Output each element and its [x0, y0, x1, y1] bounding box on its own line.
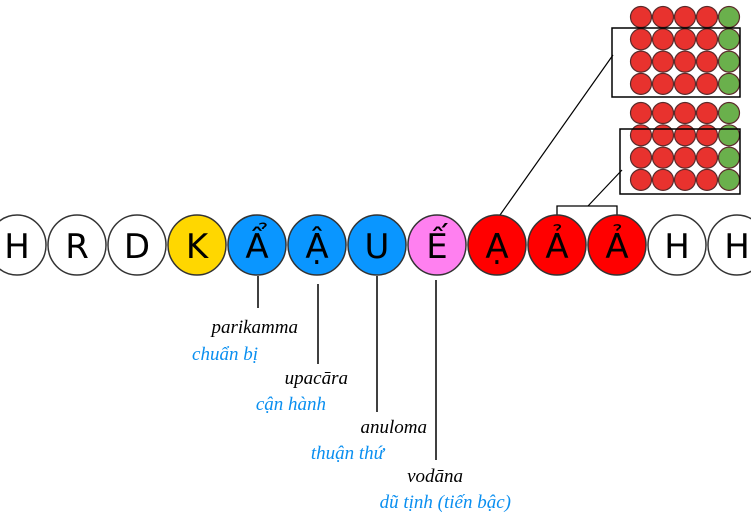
- label-viet: dũ tịnh (tiến bậc): [380, 492, 511, 513]
- circle-shape: [407, 214, 467, 276]
- citta-letter: Ạ: [485, 227, 508, 267]
- citta-circle: K: [167, 214, 227, 276]
- red-dot: [629, 124, 653, 147]
- label-viet: thuận thứ: [311, 443, 386, 464]
- red-dot: [629, 28, 653, 51]
- circle-shape: [227, 214, 287, 276]
- label-viet: cận hành: [256, 394, 326, 415]
- pointer-lines: [257, 276, 437, 460]
- circle-shape: [167, 214, 227, 276]
- red-dot: [629, 101, 653, 125]
- circle-shape: [287, 214, 347, 276]
- circle-shape: [347, 214, 407, 276]
- citta-letter: Ả: [545, 223, 568, 267]
- red-dot: [673, 168, 697, 191]
- red-dot: [651, 50, 675, 73]
- red-dot: [651, 5, 675, 29]
- green-dot: [717, 168, 741, 191]
- circle-shape: [107, 214, 167, 276]
- citta-circle: U: [347, 214, 407, 276]
- citta-circle: H: [707, 214, 751, 276]
- circle-shape: [587, 214, 647, 276]
- red-dot: [651, 28, 675, 51]
- red-dot: [695, 28, 719, 51]
- red-dot: [651, 101, 675, 125]
- citta-circle: Ạ: [467, 214, 527, 276]
- dot-grid: [629, 101, 741, 191]
- label-pali: vodāna: [407, 466, 463, 487]
- citta-letter: Ả: [605, 223, 628, 267]
- green-dot: [717, 146, 741, 169]
- red-dot: [629, 5, 653, 29]
- circle-shape: [467, 214, 527, 276]
- citta-letter: U: [365, 227, 390, 267]
- green-dot: [717, 28, 741, 51]
- citta-letter: R: [65, 227, 89, 267]
- red-dot: [695, 124, 719, 147]
- red-dot: [629, 50, 653, 73]
- red-dot: [695, 168, 719, 191]
- red-dot: [651, 124, 675, 147]
- red-dot: [673, 50, 697, 73]
- citta-letter: D: [124, 227, 150, 267]
- citta-circle: Ả: [527, 214, 587, 276]
- green-dot: [717, 72, 741, 96]
- green-dot: [717, 5, 741, 29]
- red-dot: [629, 146, 653, 169]
- dot-grids: [629, 5, 741, 191]
- red-dot: [673, 101, 697, 125]
- citta-circle: Ế: [407, 214, 467, 276]
- red-dot: [651, 168, 675, 191]
- citta-letter: H: [664, 227, 690, 267]
- grid-box-bottom: [619, 128, 741, 195]
- connector-line-bottom: [587, 169, 623, 207]
- circle-shape: [0, 214, 47, 276]
- red-dot: [695, 72, 719, 96]
- connector-line-top: [499, 54, 614, 216]
- circle-shape: [707, 214, 751, 276]
- green-dot: [717, 124, 741, 147]
- citta-letter: Ế: [426, 223, 448, 267]
- citta-letter: Ậ: [305, 226, 328, 267]
- red-dot: [673, 72, 697, 96]
- red-dot: [695, 101, 719, 125]
- red-dot: [651, 72, 675, 96]
- red-dot: [673, 146, 697, 169]
- citta-letter: K: [186, 227, 210, 267]
- citta-letter: Ẩ: [245, 222, 268, 267]
- citta-circle: H: [647, 214, 707, 276]
- red-dot: [673, 5, 697, 29]
- red-dot: [695, 50, 719, 73]
- citta-circle: Ả: [587, 214, 647, 276]
- label-viet: chuẩn bị: [192, 344, 258, 365]
- green-dot: [717, 101, 741, 125]
- label-pali: anuloma: [361, 417, 428, 438]
- bracket: [556, 205, 618, 222]
- green-dot: [717, 50, 741, 73]
- citta-circle: R: [47, 214, 107, 276]
- circle-shape: [647, 214, 707, 276]
- citta-circle: H: [0, 214, 47, 276]
- citta-circle: Ậ: [287, 214, 347, 276]
- citta-circle: D: [107, 214, 167, 276]
- red-dot: [651, 146, 675, 169]
- red-dot: [629, 72, 653, 96]
- label-pali: upacāra: [285, 368, 348, 389]
- citta-letter: H: [724, 227, 750, 267]
- citta-letter: H: [4, 227, 30, 267]
- red-dot: [695, 5, 719, 29]
- label-pali: parikamma: [209, 317, 298, 338]
- red-dot: [673, 124, 697, 147]
- red-dot: [673, 28, 697, 51]
- red-dot: [695, 146, 719, 169]
- circle-shape: [527, 214, 587, 276]
- grid-box-top: [611, 27, 741, 98]
- circle-shape: [47, 214, 107, 276]
- dot-grid: [629, 5, 741, 96]
- citta-circle: Ẩ: [227, 214, 287, 276]
- red-dot: [629, 168, 653, 191]
